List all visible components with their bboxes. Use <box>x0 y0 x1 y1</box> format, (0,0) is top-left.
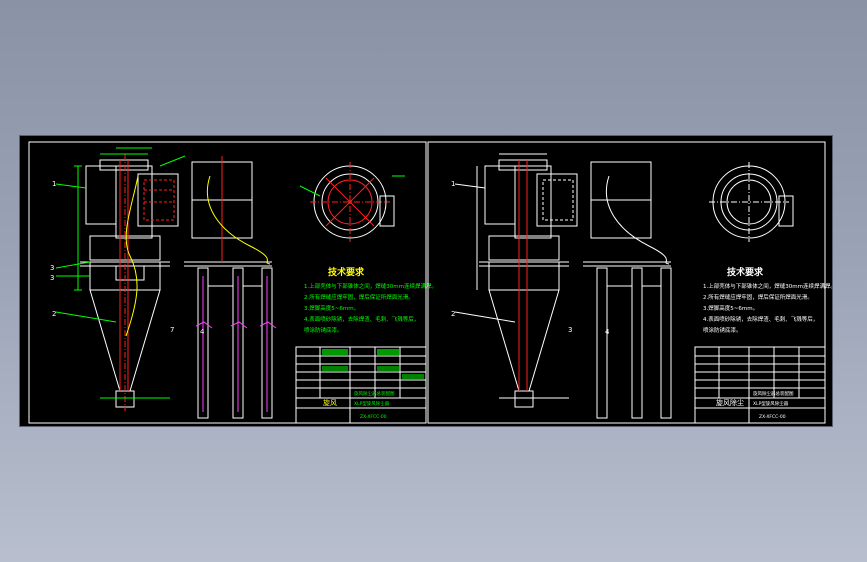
sheet-2-title-text: 旋风除尘 <box>716 398 744 407</box>
sheet-1-part-label: 7 <box>170 326 174 334</box>
cyclone-top-view <box>709 162 794 242</box>
sheet-1-drawing-number: ZX-XFCC-00 <box>360 414 387 420</box>
sheet-2-border <box>427 141 826 424</box>
sheet-1-part-label: 3 <box>50 264 54 272</box>
sheet-1-title-line1: 旋风除尘器总装配图 <box>354 390 395 397</box>
sheet-2-note-5: 喷涂防锈底漆。 <box>703 326 742 334</box>
sheet-2-drawing-number: ZX-XFCC-00 <box>759 414 786 420</box>
sheet-2-part-label: 1 <box>451 180 455 188</box>
sheet-2: 技术要求 1.上部壳体与下部锥体之间，焊缝30mm连续焊满焊。 2.所有焊缝应焊… <box>451 153 832 424</box>
sheet-2-part-labels: 1 2 3 4 <box>451 180 610 336</box>
cyclone-side-view <box>184 156 277 419</box>
sheet-1-technical-notes: 技术要求 1.上部壳体与下部锥体之间，焊缝30mm连续焊满焊。 2.所有焊缝应焊… <box>304 266 437 334</box>
sheet-1-note-2: 2.所有焊缝应焊牢固，焊后保证所焊面光滑。 <box>304 293 414 301</box>
sheet-1-notes-title: 技术要求 <box>328 266 365 278</box>
sheet-1-note-4: 4.表面喷砂除锈，去除焊渣、毛刺、飞溅等后， <box>304 315 419 323</box>
cyclone-top-view <box>299 162 405 242</box>
sheet-2-note-4: 4.表面喷砂除锈，去除焊渣、毛刺、飞溅等后， <box>703 315 818 323</box>
sheet-1-note-3: 3.焊脚高度5~6mm。 <box>304 304 359 312</box>
sheet-1-title-block: 旋风 旋风除尘器总装配图 XLP型旋风除尘器 ZX-XFCC-00 <box>295 346 427 424</box>
cyclone-front-view <box>454 153 578 408</box>
sheet-1-part-labels: 1 2 3 3 4 7 <box>50 180 205 336</box>
cyclone-front-view <box>55 147 186 411</box>
cad-drawing: 技术要求 1.上部壳体与下部锥体之间，焊缝30mm连续焊满焊。 2.所有焊缝应焊… <box>28 141 832 424</box>
sheet-1-part-label: 4 <box>200 328 205 336</box>
sheet-2-notes-title: 技术要求 <box>727 266 764 278</box>
sheet-1-title-text: 旋风 <box>323 398 337 407</box>
sheet-2-note-1: 1.上部壳体与下部锥体之间，焊缝30mm连续焊满焊。 <box>703 282 832 290</box>
sheet-2-technical-notes: 技术要求 1.上部壳体与下部锥体之间，焊缝30mm连续焊满焊。 2.所有焊缝应焊… <box>703 266 832 334</box>
sheet-2-title-line1: 旋风除尘器总装配图 <box>753 390 794 397</box>
sheet-2-note-3: 3.焊脚高度5~6mm。 <box>703 304 758 312</box>
sheet-1-border <box>28 141 427 424</box>
sheet-1-note-1: 1.上部壳体与下部锥体之间，焊缝30mm连续焊满焊。 <box>304 282 437 290</box>
sheet-1-part-label: 2 <box>52 310 56 318</box>
sheet-1-part-label: 1 <box>52 180 56 188</box>
sheet-1-part-label: 3 <box>50 274 54 282</box>
cad-drawing-viewport[interactable]: 技术要求 1.上部壳体与下部锥体之间，焊缝30mm连续焊满焊。 2.所有焊缝应焊… <box>20 136 832 426</box>
sheet-1-note-5: 喷涂防锈底漆。 <box>304 326 343 334</box>
sheet-2-part-label: 3 <box>568 326 572 334</box>
sheet-2-part-label: 2 <box>451 310 455 318</box>
sheet-2-part-label: 4 <box>605 328 610 336</box>
sheet-1: 技术要求 1.上部壳体与下部锥体之间，焊缝30mm连续焊满焊。 2.所有焊缝应焊… <box>50 147 437 424</box>
sheet-2-note-2: 2.所有焊缝应焊牢固，焊后保证所焊面光滑。 <box>703 293 813 301</box>
cyclone-side-view <box>583 161 672 419</box>
sheet-2-title-line2: XLP型旋风除尘器 <box>753 400 789 407</box>
sheet-1-title-line2: XLP型旋风除尘器 <box>354 400 390 407</box>
sheet-2-title-block: 旋风除尘 旋风除尘器总装配图 XLP型旋风除尘器 ZX-XFCC-00 <box>694 346 826 424</box>
